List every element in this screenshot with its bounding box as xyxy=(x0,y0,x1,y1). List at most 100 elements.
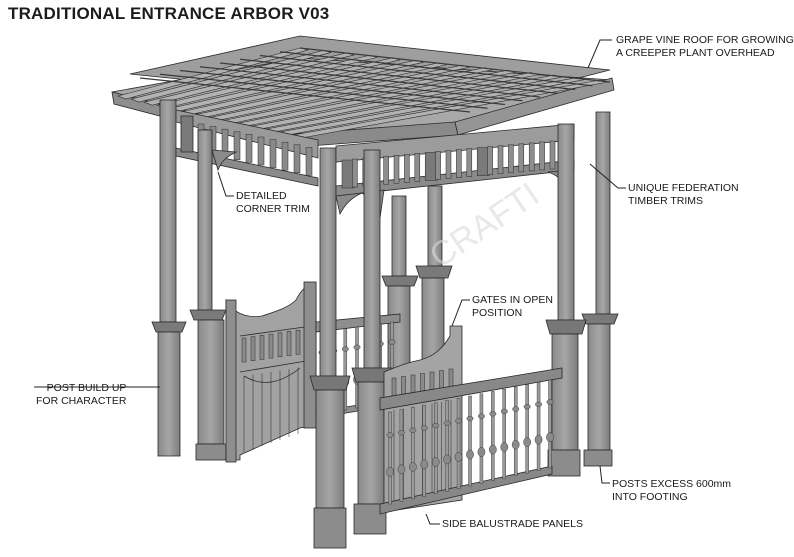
trim-slat xyxy=(233,131,241,161)
side-balustrade xyxy=(379,367,563,515)
post-back-right xyxy=(581,111,619,467)
roof-batten xyxy=(279,51,593,87)
gate-slat xyxy=(286,331,292,356)
side-baluster-knob xyxy=(420,425,428,431)
side-baluster-bulb xyxy=(477,447,486,457)
side-baluster-bulb xyxy=(386,466,394,477)
roof-batten xyxy=(219,62,541,98)
trim-slat xyxy=(508,144,514,174)
trim-slat xyxy=(549,140,556,170)
roof-batten xyxy=(239,58,558,94)
back-baluster xyxy=(343,328,348,411)
side-baluster-knob xyxy=(546,399,554,405)
post-front-left xyxy=(309,147,351,549)
side-baluster-knob xyxy=(523,404,531,410)
post-front-gate xyxy=(351,149,393,535)
side-baluster xyxy=(445,400,449,492)
roof-batten xyxy=(259,54,576,91)
side-baluster-bulb xyxy=(489,444,497,455)
side-baluster xyxy=(502,388,506,479)
side-baluster xyxy=(491,391,495,482)
trim-slat xyxy=(435,151,441,180)
roof-batten xyxy=(139,77,471,113)
trim-slat xyxy=(466,148,473,177)
callout-roof: GRAPE VINE ROOF FOR GROWING A CREEPER PL… xyxy=(616,34,794,59)
side-baluster xyxy=(422,404,426,497)
side-baluster xyxy=(434,402,438,494)
trim-slat xyxy=(456,149,462,178)
trim-slat xyxy=(414,153,421,182)
trim-slat xyxy=(293,144,301,174)
callout-gates: GATES IN OPEN POSITION xyxy=(472,294,553,319)
side-baluster xyxy=(548,379,552,469)
roof-batten xyxy=(179,69,506,106)
trim-slat xyxy=(305,147,313,176)
roof-batten xyxy=(299,47,611,83)
trim-slat xyxy=(393,155,400,184)
side-baluster-bulb xyxy=(420,459,429,470)
side-baluster-knob xyxy=(398,430,405,436)
side-baluster-knob xyxy=(409,427,417,433)
back-baluster-knob xyxy=(353,344,361,350)
side-baluster-knob xyxy=(535,401,542,407)
side-baluster-knob xyxy=(466,415,474,422)
side-baluster-knob xyxy=(512,406,520,412)
trim-slat xyxy=(257,136,265,166)
trim-slat xyxy=(487,146,493,175)
side-baluster-bulb xyxy=(454,452,463,462)
post-front-right xyxy=(545,123,587,477)
trim-slat xyxy=(352,158,358,188)
back-baluster xyxy=(355,326,359,409)
callout-leaders xyxy=(34,39,626,525)
callout-federation-trims: UNIQUE FEDERATION TIMBER TRIMS xyxy=(628,182,739,207)
roof-batten xyxy=(199,66,523,102)
side-baluster xyxy=(399,409,404,502)
side-baluster xyxy=(514,386,518,476)
side-baluster xyxy=(456,398,461,489)
side-baluster-bulb xyxy=(546,432,554,443)
trim-slat xyxy=(404,154,410,183)
side-baluster-bulb xyxy=(431,457,440,467)
side-baluster-bulb xyxy=(397,464,406,475)
side-baluster-knob xyxy=(443,420,451,426)
gate-slat xyxy=(268,333,274,359)
side-baluster-knob xyxy=(386,432,394,438)
gate-slat xyxy=(259,335,265,360)
side-baluster-knob xyxy=(500,408,508,415)
side-baluster-knob xyxy=(489,411,497,417)
trim-slat xyxy=(539,141,545,171)
gate-slat xyxy=(250,336,256,361)
gate-slat xyxy=(277,332,283,358)
front-federation-trim xyxy=(335,123,575,197)
side-baluster-knob xyxy=(478,413,485,419)
diagram-title: TRADITIONAL ENTRANCE ARBOR V03 xyxy=(8,4,330,23)
trim-slat xyxy=(497,145,504,174)
trim-slat xyxy=(445,150,452,179)
side-baluster-bulb xyxy=(466,449,474,460)
gate-slat xyxy=(241,337,247,363)
gate-slat xyxy=(295,329,301,355)
side-baluster xyxy=(411,407,415,500)
side-baluster xyxy=(468,395,472,487)
side-baluster-bulb xyxy=(443,454,451,465)
side-baluster-bulb xyxy=(523,437,531,447)
trim-slat xyxy=(245,134,253,163)
trim-slat xyxy=(383,155,389,185)
back-baluster-knob xyxy=(341,346,349,352)
trim-slat xyxy=(528,142,535,172)
trim-slat xyxy=(269,139,277,168)
trim-slat xyxy=(518,143,525,173)
callout-post-build-up: POST BUILD UP FOR CHARACTER xyxy=(36,382,127,407)
side-baluster xyxy=(536,382,541,471)
side-baluster-bulb xyxy=(511,439,520,450)
side-baluster-knob xyxy=(455,418,462,424)
callout-corner-trim: DETAILED CORNER TRIM xyxy=(236,190,310,215)
left-gate xyxy=(225,281,317,463)
side-baluster xyxy=(525,384,529,474)
side-baluster-bulb xyxy=(534,434,543,445)
roof-batten xyxy=(159,73,488,109)
back-baluster-knob xyxy=(388,339,396,345)
trim-slat xyxy=(281,141,289,171)
side-baluster-bulb xyxy=(409,462,417,472)
